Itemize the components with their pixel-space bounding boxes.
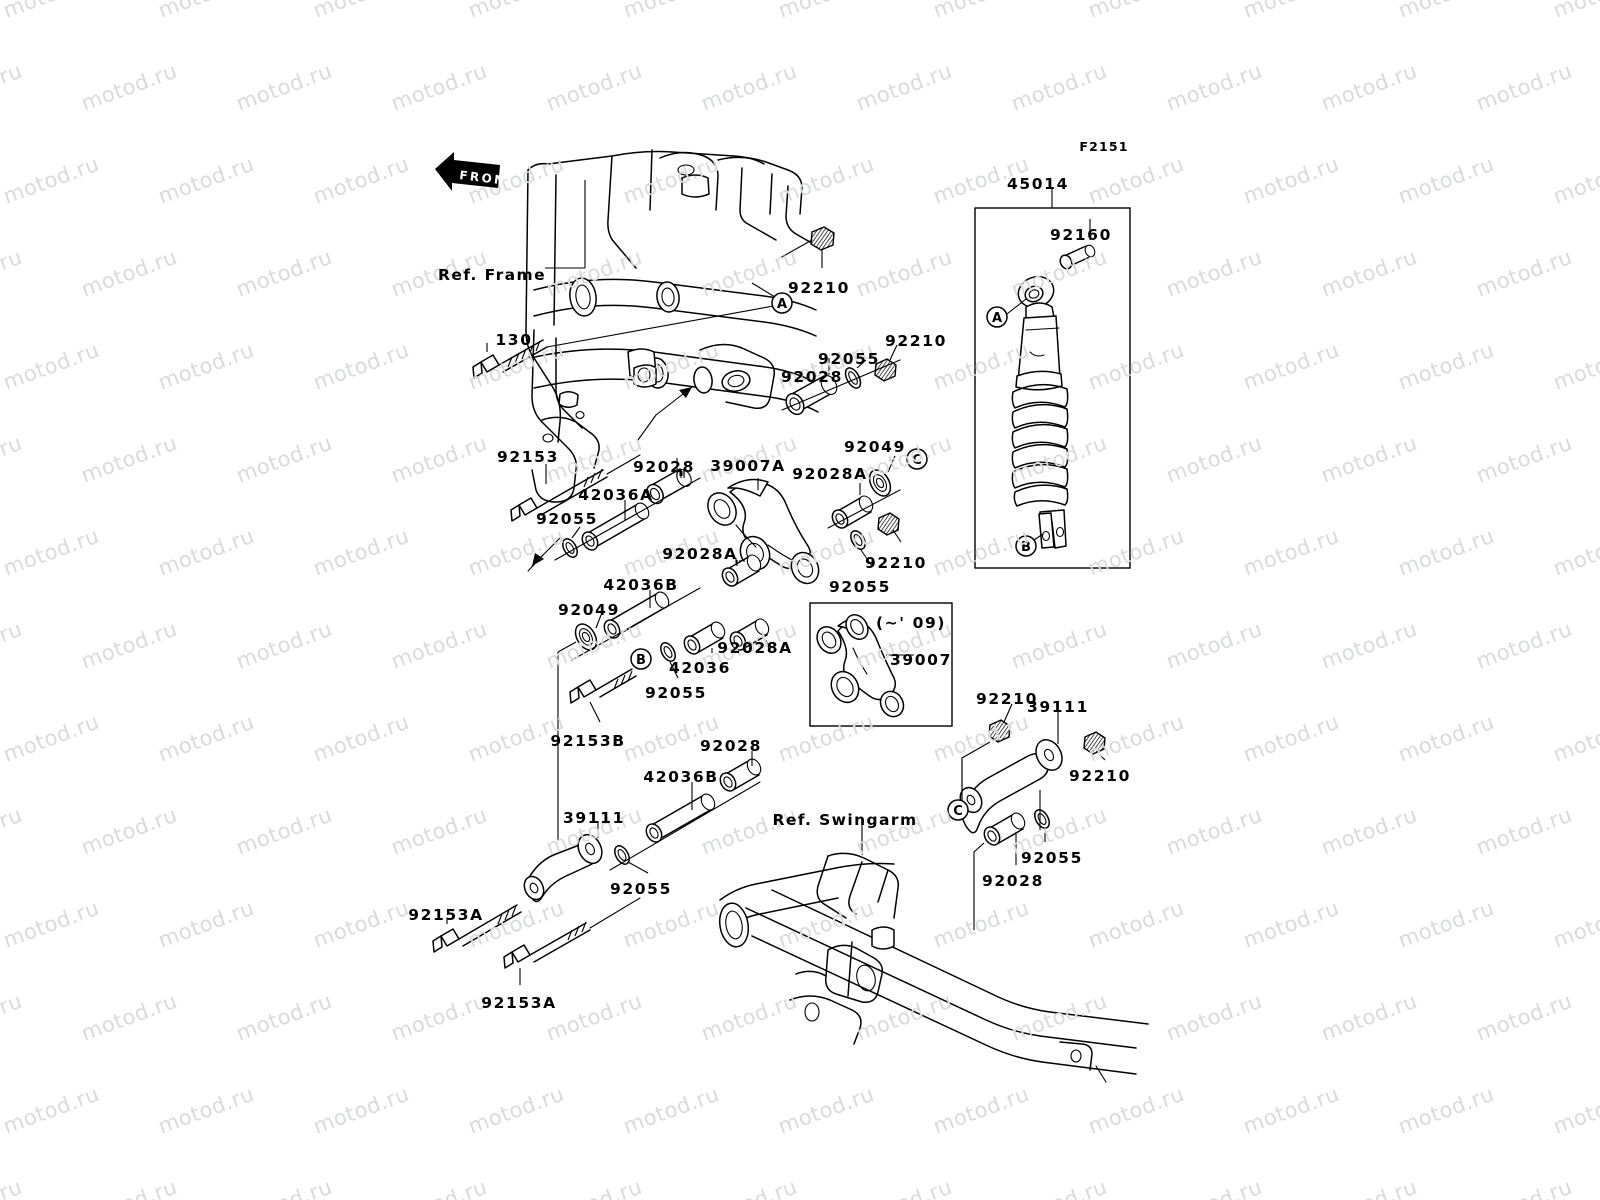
washer-92055-rod-left	[614, 845, 649, 874]
shock-spring	[1011, 383, 1069, 507]
detail-arrow-upper	[527, 537, 561, 572]
washer-92055-left	[562, 526, 581, 558]
washer-92055-rocker-right	[850, 530, 873, 567]
bushing-92160	[1059, 219, 1096, 270]
callout-c-upper: C	[906, 448, 928, 470]
bolt-92153B	[569, 668, 637, 723]
washer-92055-rod-right	[1034, 809, 1050, 842]
bolt-92153A-right	[503, 921, 591, 985]
part-label-f2151: F2151	[1079, 139, 1129, 154]
part-label-92210: 92210	[865, 554, 927, 572]
part-label-refframe: Ref. Frame	[438, 266, 546, 284]
nut-92210-rod-left	[961, 703, 1013, 800]
part-label-92055: 92055	[1021, 849, 1083, 867]
part-label-92049: 92049	[844, 438, 906, 456]
sleeve-42036B-lower	[645, 782, 716, 843]
part-label-45014: 45014	[1007, 175, 1069, 193]
collar-92028-lower-left	[719, 751, 762, 792]
part-label-92049: 92049	[558, 601, 620, 619]
sleeve-42036	[683, 621, 726, 655]
callout-c-lower: C	[947, 799, 969, 821]
part-label-42036: 42036	[669, 659, 731, 677]
bolt-92153A-left	[432, 904, 522, 953]
part-label-130: 130	[495, 331, 533, 349]
part-label-92160: 92160	[1050, 226, 1112, 244]
part-label-92055: 92055	[818, 350, 880, 368]
part-label-refswingarm: Ref. Swingarm	[772, 811, 918, 829]
part-label-92153: 92153	[497, 448, 559, 466]
svg-text:B: B	[1021, 540, 1031, 555]
bolt-130	[472, 302, 791, 379]
svg-text:A: A	[777, 297, 787, 312]
callout-a-shock: A	[986, 298, 1027, 328]
washer-92055-upper	[844, 359, 867, 389]
nut-92210-rod-right	[1083, 731, 1106, 761]
part-label-92028: 92028	[633, 458, 695, 476]
part-label-92153a: 92153A	[481, 994, 557, 1012]
bearing-92049-right	[868, 455, 896, 497]
rocker-arm-39007	[816, 614, 914, 718]
callout-b-shock: B	[1015, 533, 1044, 557]
part-label-92210: 92210	[885, 332, 947, 350]
part-label-42036a: 42036A	[578, 486, 654, 504]
part-label-92055: 92055	[645, 684, 707, 702]
part-label-92028a: 92028A	[662, 545, 738, 563]
part-label-39007: 39007	[890, 651, 952, 669]
washer-92055-rodB	[660, 642, 679, 679]
shock-top-eye	[1017, 275, 1055, 309]
collar-92028A-lower	[729, 618, 771, 653]
part-label-39111: 39111	[1027, 698, 1089, 716]
svg-text:B: B	[636, 653, 646, 668]
tie-rod-39111-left	[523, 821, 603, 903]
part-label-92210: 92210	[788, 279, 850, 297]
bolt-92153	[510, 454, 641, 522]
part-label-09: (~' 09)	[875, 614, 947, 632]
variant-panel	[809, 602, 953, 727]
part-label-92153a: 92153A	[408, 906, 484, 924]
upper-mount-hardware	[781, 344, 901, 416]
rocker-arm-39007A	[707, 478, 820, 585]
collar-92028A-mid	[721, 554, 762, 587]
svg-text:C: C	[953, 804, 963, 819]
part-label-92028: 92028	[781, 368, 843, 386]
part-label-92210: 92210	[1069, 767, 1131, 785]
svg-text:A: A	[992, 311, 1002, 326]
part-label-42036b: 42036B	[603, 576, 679, 594]
collar-92028-mid	[646, 458, 692, 505]
part-label-92028a: 92028A	[792, 465, 868, 483]
part-label-39007a: 39007A	[710, 457, 786, 475]
svg-text:C: C	[912, 453, 922, 468]
part-label-92153b: 92153B	[550, 732, 626, 750]
part-label-92028a: 92028A	[717, 639, 793, 657]
sleeve-42036B-upper	[603, 590, 670, 639]
shock-absorber-panel: A B	[974, 188, 1131, 569]
collar-92028-rod-right	[973, 812, 1026, 930]
callout-a-frame: A	[751, 282, 793, 314]
bearing-92049-left	[574, 614, 602, 651]
part-label-92055: 92055	[536, 510, 598, 528]
shock-lower-clevis	[1038, 509, 1067, 549]
callout-b-rod: B	[630, 648, 652, 670]
nut-92210-rocker-right	[877, 512, 902, 543]
part-label-92210: 92210	[976, 690, 1038, 708]
part-label-39111: 39111	[563, 809, 625, 827]
front-direction-marker: FRONT	[435, 152, 504, 191]
part-label-92028: 92028	[982, 872, 1044, 890]
part-label-42036b: 42036B	[643, 768, 719, 786]
part-label-92055: 92055	[829, 578, 891, 596]
frame-assembly	[525, 149, 819, 503]
part-label-92028: 92028	[700, 737, 762, 755]
part-label-92055: 92055	[610, 880, 672, 898]
nut-92210-top	[779, 226, 835, 268]
swingarm-assembly	[718, 820, 1149, 1083]
